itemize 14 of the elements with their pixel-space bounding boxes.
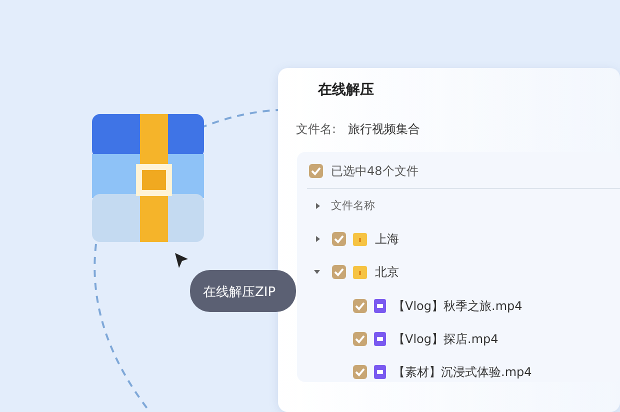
- app-window: [278, 68, 620, 412]
- column-header: 文件名称: [331, 198, 375, 213]
- tooltip-text: 在线解压ZIP: [203, 284, 276, 301]
- file-name: 【Vlog】秋季之旅.mp4: [393, 298, 522, 315]
- folder-name: 北京: [375, 264, 399, 281]
- file-name: 【Vlog】探店.mp4: [393, 331, 498, 348]
- selection-count: 已选中48个文件: [331, 163, 418, 180]
- archive-drawing: [92, 114, 204, 244]
- field-label: 文件名:: [296, 121, 336, 138]
- file-name: 旅行视频集合: [348, 121, 420, 138]
- folder-name: 上海: [375, 231, 399, 248]
- window-title: 在线解压: [318, 81, 374, 99]
- tooltip: [190, 270, 296, 312]
- file-name: 【素材】沉浸式体验.mp4: [393, 364, 532, 381]
